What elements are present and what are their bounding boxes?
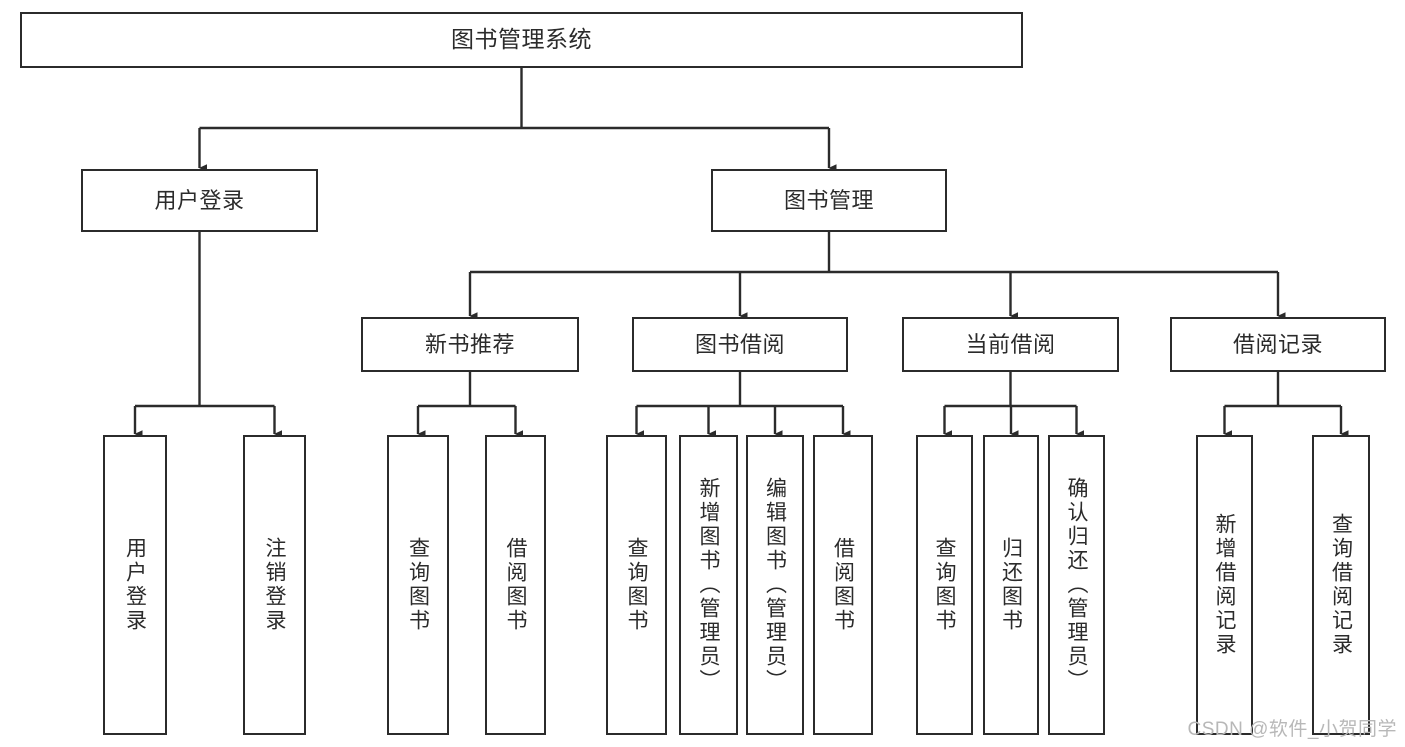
node-label: 查询图书	[625, 537, 648, 633]
node-label: 图书管理	[783, 187, 874, 213]
node-leaf-add-book[interactable]: 新增图书（管理员）	[679, 435, 738, 735]
node-book-borrow[interactable]: 图书借阅	[632, 317, 848, 372]
node-leaf-logout[interactable]: 注销登录	[243, 435, 306, 735]
node-label: 用户登录	[154, 187, 245, 213]
node-label: 确认归还（管理员）	[1065, 477, 1088, 693]
node-label: 新增图书（管理员）	[697, 477, 720, 693]
node-leaf-borrow-book-2[interactable]: 借阅图书	[813, 435, 873, 735]
node-label: 图书借阅	[694, 331, 785, 357]
node-label: 查询图书	[933, 537, 956, 633]
node-label: 查询借阅记录	[1329, 513, 1353, 657]
node-label: 当前借阅	[965, 331, 1056, 357]
node-user-login[interactable]: 用户登录	[81, 169, 318, 232]
node-label: 图书管理系统	[451, 26, 592, 53]
node-leaf-add-record[interactable]: 新增借阅记录	[1196, 435, 1253, 735]
node-label: 用户登录	[123, 537, 147, 633]
node-current-borrow[interactable]: 当前借阅	[902, 317, 1119, 372]
node-label: 归还图书	[999, 537, 1023, 633]
node-leaf-edit-book[interactable]: 编辑图书（管理员）	[746, 435, 804, 735]
node-borrow-record[interactable]: 借阅记录	[1170, 317, 1386, 372]
node-leaf-borrow-book-1[interactable]: 借阅图书	[485, 435, 546, 735]
node-leaf-user-login[interactable]: 用户登录	[103, 435, 167, 735]
node-leaf-query-record[interactable]: 查询借阅记录	[1312, 435, 1370, 735]
node-label: 编辑图书（管理员）	[763, 477, 787, 693]
node-label: 新增借阅记录	[1213, 513, 1236, 657]
node-label: 注销登录	[263, 537, 286, 633]
node-label: 借阅记录	[1232, 331, 1323, 357]
node-leaf-query-book-1[interactable]: 查询图书	[387, 435, 449, 735]
node-book-manage[interactable]: 图书管理	[711, 169, 947, 232]
node-label: 借阅图书	[504, 537, 527, 633]
node-label: 新书推荐	[424, 331, 515, 357]
node-leaf-return-book[interactable]: 归还图书	[983, 435, 1039, 735]
node-leaf-query-book-3[interactable]: 查询图书	[916, 435, 973, 735]
node-label: 查询图书	[406, 537, 430, 633]
node-leaf-confirm-return[interactable]: 确认归还（管理员）	[1048, 435, 1105, 735]
watermark-text: CSDN @软件_小贺同学	[1187, 719, 1397, 740]
node-root-root[interactable]: 图书管理系统	[20, 12, 1023, 68]
node-new-book-rec[interactable]: 新书推荐	[361, 317, 579, 372]
node-leaf-query-book-2[interactable]: 查询图书	[606, 435, 667, 735]
node-label: 借阅图书	[831, 537, 855, 633]
